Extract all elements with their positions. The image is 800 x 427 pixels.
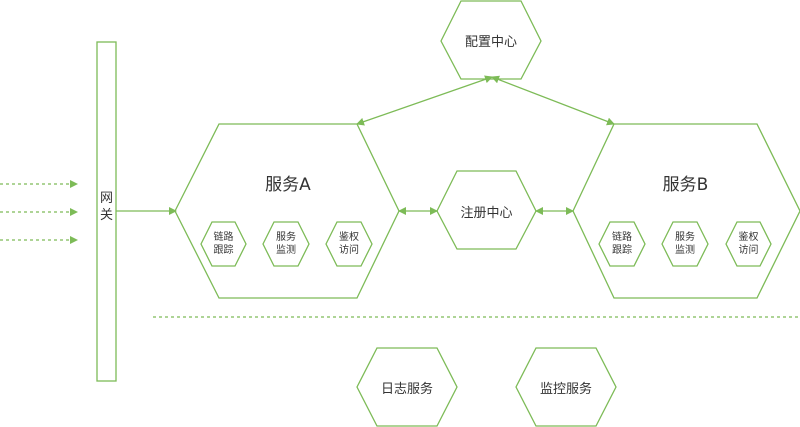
- config-center-label: 配置中心: [464, 35, 517, 50]
- monitor-service-label: 监控服务: [539, 382, 592, 397]
- service-b-auth-label: 鉴权 访问: [738, 232, 759, 256]
- service-b-hexagon: [572, 123, 800, 299]
- service-b-tracing-label: 链路 跟踪: [612, 232, 632, 256]
- service-b-auth-hexagon: [725, 221, 772, 267]
- service-a-tracing-label: 链路 跟踪: [213, 232, 234, 256]
- service-b-monitoring-label: 服务 监测: [675, 232, 695, 256]
- log-service-label: 日志服务: [380, 382, 433, 397]
- config-service-b-arrow: [491, 75, 615, 126]
- service-a-hexagon: [174, 123, 400, 299]
- log-service-hexagon: [356, 347, 458, 427]
- service-a-label: 服务A: [265, 175, 311, 195]
- registry-center-label: 注册中心: [460, 206, 513, 221]
- service-a-auth-label: 鉴权 访问: [339, 232, 359, 256]
- service-b-label: 服务B: [662, 175, 709, 195]
- service-b-monitoring-hexagon: [661, 221, 709, 267]
- service-a-tracing-hexagon: [200, 221, 247, 267]
- gateway-label: 网 关: [99, 191, 113, 223]
- service-a-config-arrow: [356, 75, 493, 126]
- monitor-service-hexagon: [515, 347, 617, 427]
- service-a-monitoring-label: 服务 监测: [276, 232, 296, 256]
- service-b-tracing-hexagon: [598, 221, 646, 267]
- service-a-monitoring-hexagon: [262, 221, 310, 267]
- service-a-auth-hexagon: [325, 221, 373, 267]
